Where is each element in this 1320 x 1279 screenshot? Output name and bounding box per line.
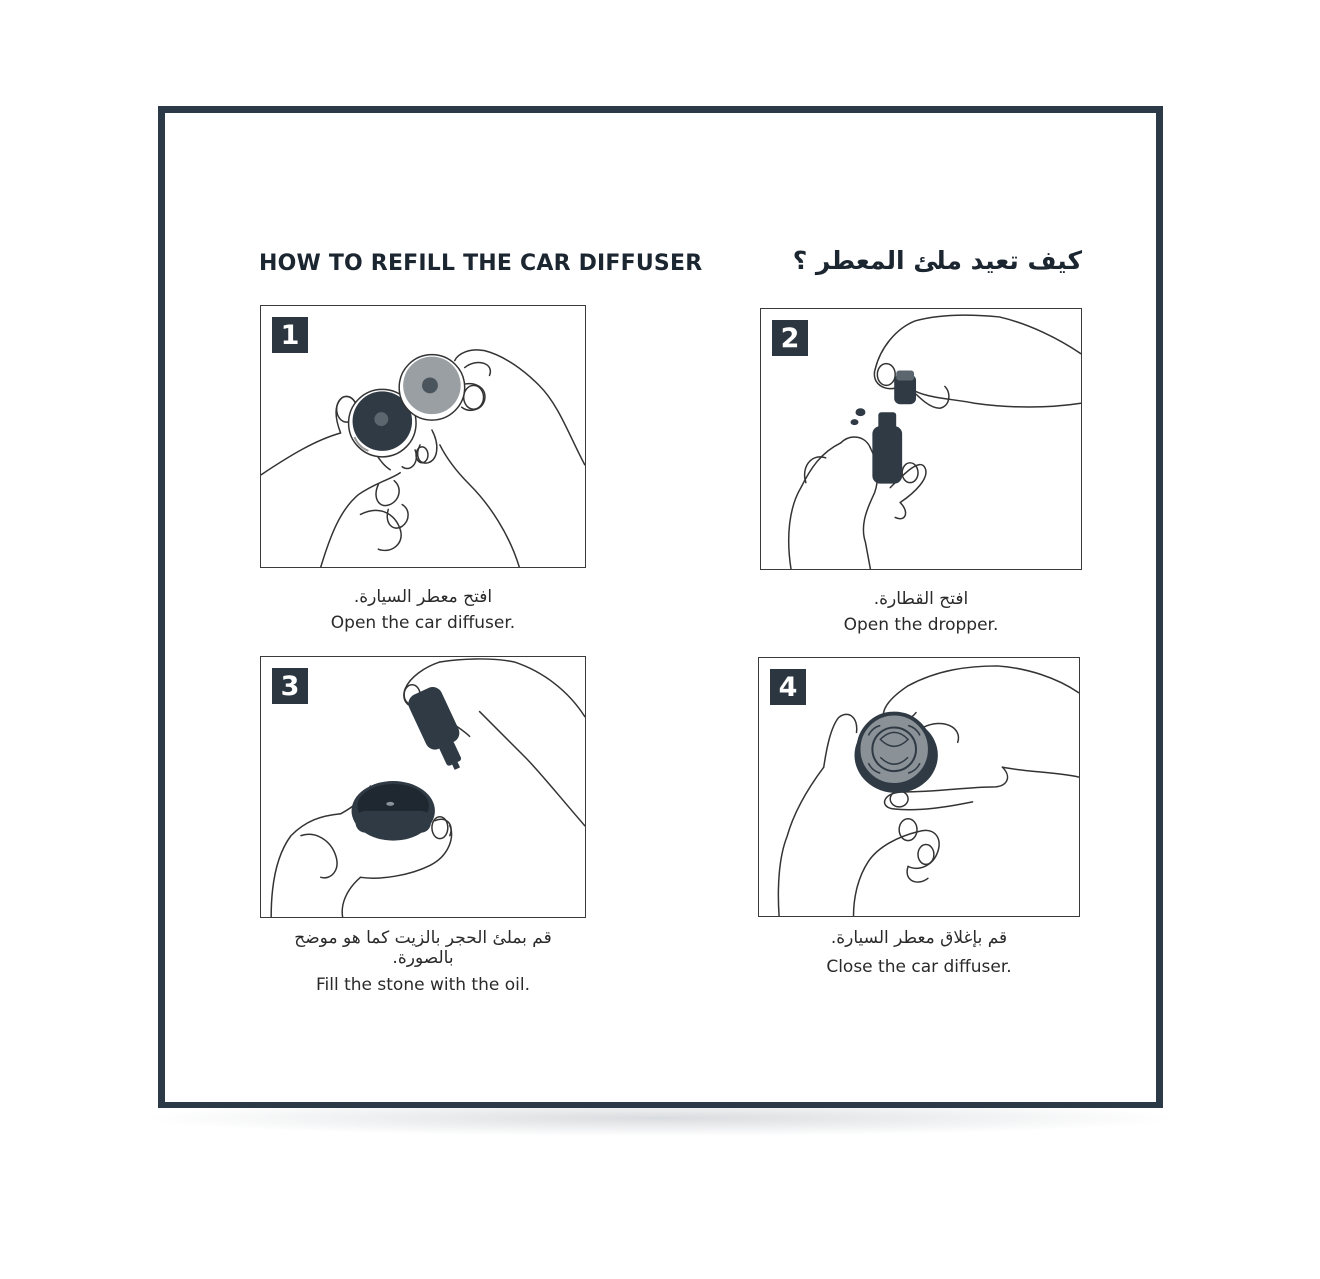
title-english: HOW TO REFILL THE CAR DIFFUSER xyxy=(259,251,703,276)
step-4-hands-drawing xyxy=(777,665,1079,916)
step-4-number-badge: 4 xyxy=(770,669,806,705)
title-arabic: كيف تعيد ملئ المعطر ؟ xyxy=(792,246,1082,275)
instruction-card xyxy=(158,106,1163,1108)
step-3-hands-drawing xyxy=(270,658,585,917)
step-3-caption-arabic: قم بملئ الحجر بالزيت كما هو موضح بالصورة… xyxy=(294,928,552,968)
step-1-illustration: 1 xyxy=(260,305,586,568)
step-1-caption-arabic: افتح معطر السيارة. xyxy=(353,587,493,607)
step-1-hands-drawing xyxy=(261,349,585,567)
step-1-caption-english: Open the car diffuser. xyxy=(330,613,516,633)
step-4-caption-arabic: قم بإغلاق معطر السيارة. xyxy=(830,928,1008,948)
step-3-caption-english: Fill the stone with the oil. xyxy=(315,975,530,995)
step-3-number-badge: 3 xyxy=(272,668,308,704)
step-3-illustration: 3 xyxy=(260,656,586,918)
step-2-caption-arabic: افتح القطارة. xyxy=(873,589,969,609)
step-2-hands-drawing xyxy=(787,314,1081,569)
step-2-illustration: 2 xyxy=(760,308,1082,570)
step-2-caption-english: Open the dropper. xyxy=(843,615,999,635)
step-4-illustration: 4 xyxy=(758,657,1080,917)
step-1-number-badge: 1 xyxy=(272,317,308,353)
step-4-caption-english: Close the car diffuser. xyxy=(826,957,1012,977)
step-2-number-badge: 2 xyxy=(772,320,808,356)
